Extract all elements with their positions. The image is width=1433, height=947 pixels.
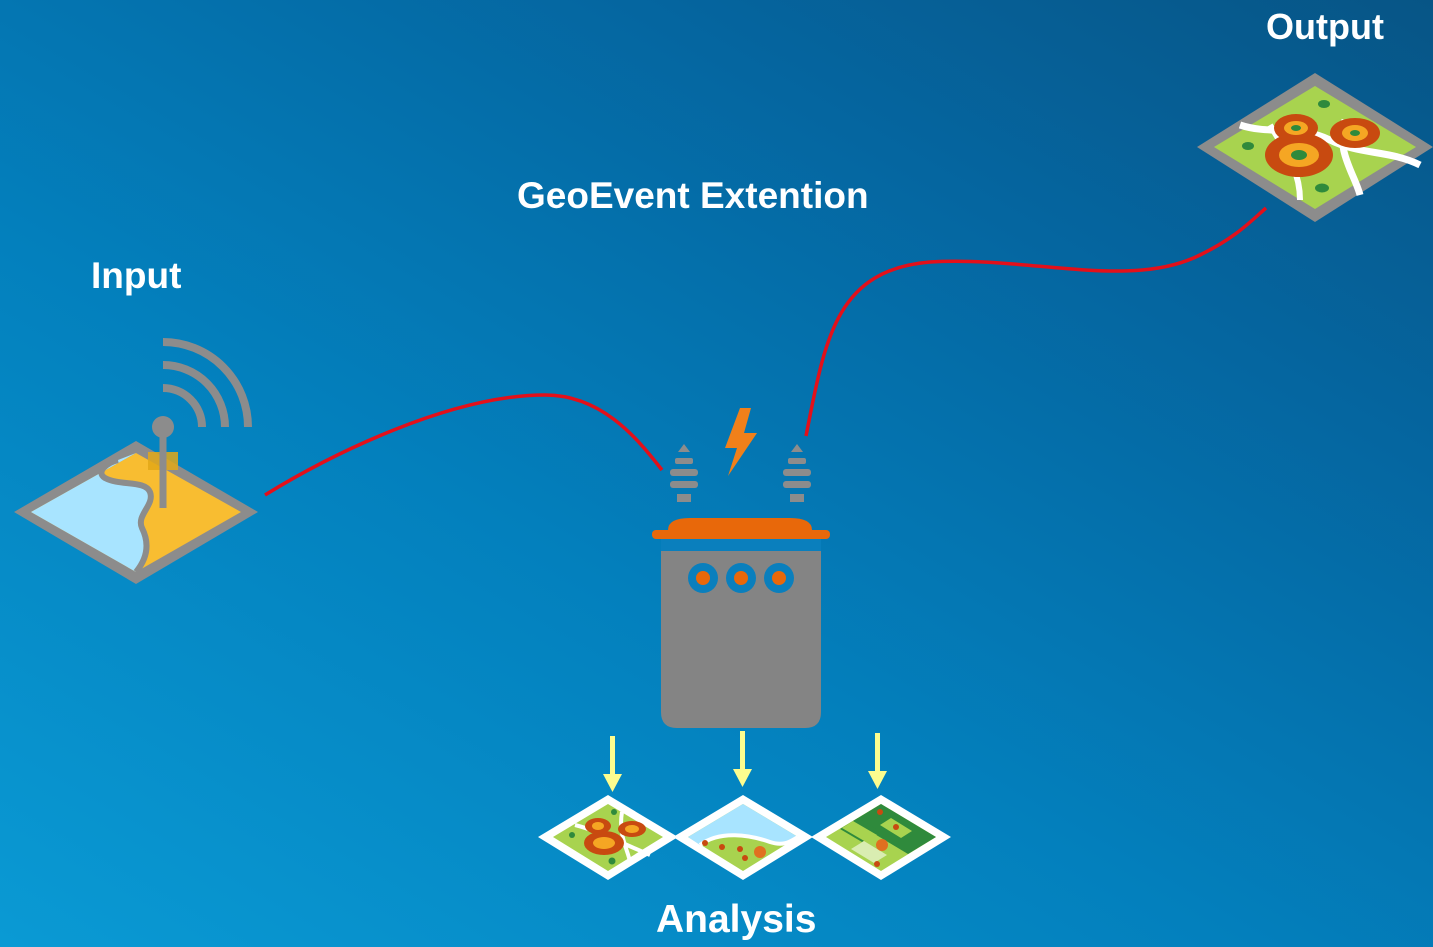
lightning-icon <box>725 408 757 476</box>
river-map-icon <box>673 795 813 880</box>
geoevent-label: GeoEvent Extention <box>517 175 869 216</box>
analysis-arrows <box>603 731 887 792</box>
input-to-server-connector <box>264 393 664 497</box>
hotspot-map-icon <box>538 795 678 880</box>
landuse-map-icon <box>811 795 951 880</box>
server-to-output-connector <box>804 206 1268 437</box>
output-map-icon <box>1197 73 1433 222</box>
sensor-map-icon <box>14 338 258 584</box>
analysis-label: Analysis <box>656 898 817 941</box>
output-label: Output <box>1266 6 1384 47</box>
geoevent-server-icon <box>652 408 830 728</box>
input-label: Input <box>91 255 182 296</box>
